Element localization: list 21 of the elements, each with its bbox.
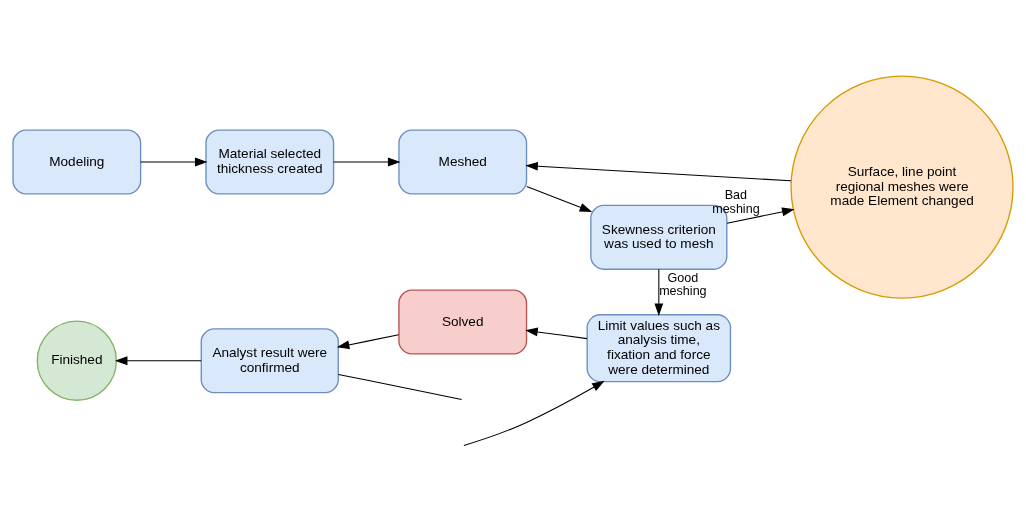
arrow <box>463 380 605 446</box>
arrow <box>525 327 588 339</box>
arrow <box>140 157 208 166</box>
node-box: Solved <box>398 288 528 355</box>
node-circle: Finished <box>36 320 118 401</box>
edge-label: Bad meshing <box>712 187 760 216</box>
node-box: Meshed <box>398 128 528 195</box>
arrow <box>333 157 401 166</box>
arrow <box>336 333 400 349</box>
arrow <box>726 207 795 224</box>
connector <box>337 373 463 400</box>
node-box: Material selected thickness created <box>205 128 335 195</box>
node-box: Modeling <box>12 128 142 195</box>
node-circle: Surface, line point regional meshes were made Element changed <box>790 74 1014 299</box>
arrow <box>525 161 792 181</box>
edge-label: Good meshing <box>659 270 707 298</box>
arrow <box>114 355 202 365</box>
node-box: Limit values such as analysis time, fixation and force were determined <box>586 313 732 382</box>
arrow <box>526 185 593 212</box>
arrow <box>654 268 664 316</box>
node-box: Analyst result were confirmed <box>200 327 339 393</box>
